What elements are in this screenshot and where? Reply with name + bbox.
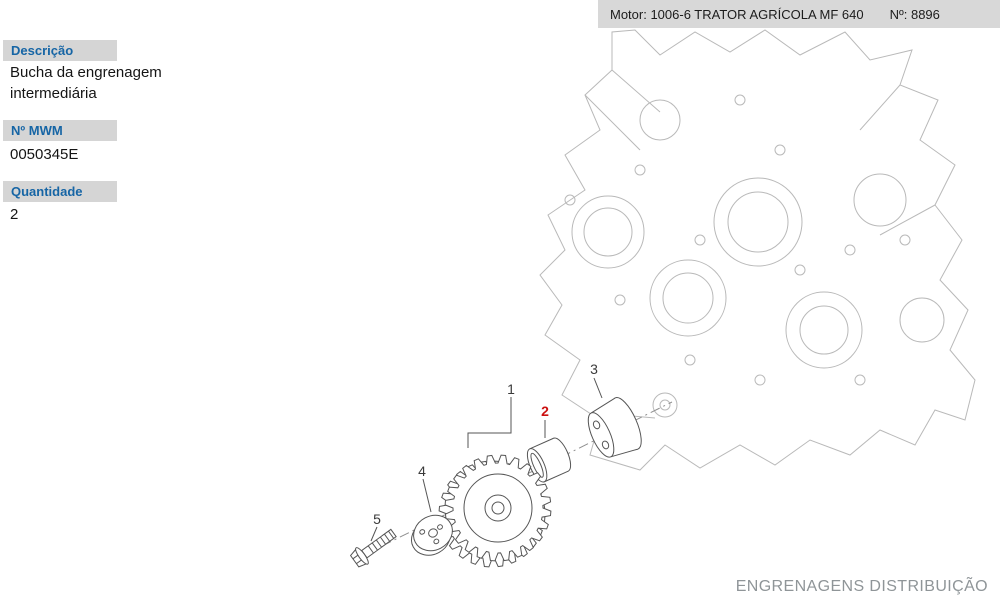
callout-4[interactable]: 4 (418, 463, 426, 479)
hub-part (587, 397, 642, 458)
field-label-quantidade: Quantidade (3, 181, 117, 202)
field-value-quantidade: 2 (10, 206, 19, 223)
engine-block-outline (539, 29, 976, 471)
field-label-descricao: Descrição (3, 40, 117, 61)
field-label-numero-mwm: Nº MWM (3, 120, 117, 141)
callout-leader-lines (370, 377, 603, 542)
callout-2-selected[interactable]: 2 (541, 403, 549, 419)
field-value-numero-mwm: 0050345E (10, 146, 79, 163)
callout-3[interactable]: 3 (590, 361, 598, 377)
section-title: ENGRENAGENS DISTRIBUIÇÃO (735, 578, 988, 595)
header-bar: Motor: 1006-6 TRATOR AGRÍCOLA MF 640 Nº:… (598, 0, 1000, 28)
callout-5[interactable]: 5 (373, 511, 381, 527)
washer-part (410, 514, 453, 556)
bushing-part (526, 437, 572, 483)
motor-number: Nº: 8896 (889, 6, 940, 22)
motor-label: Motor: 1006-6 TRATOR AGRÍCOLA MF 640 (610, 6, 864, 22)
bolt-part (349, 528, 397, 568)
callout-1[interactable]: 1 (507, 381, 515, 397)
field-value-descricao: Bucha da engrenagem intermediária (10, 64, 162, 102)
gear-part (438, 454, 552, 568)
